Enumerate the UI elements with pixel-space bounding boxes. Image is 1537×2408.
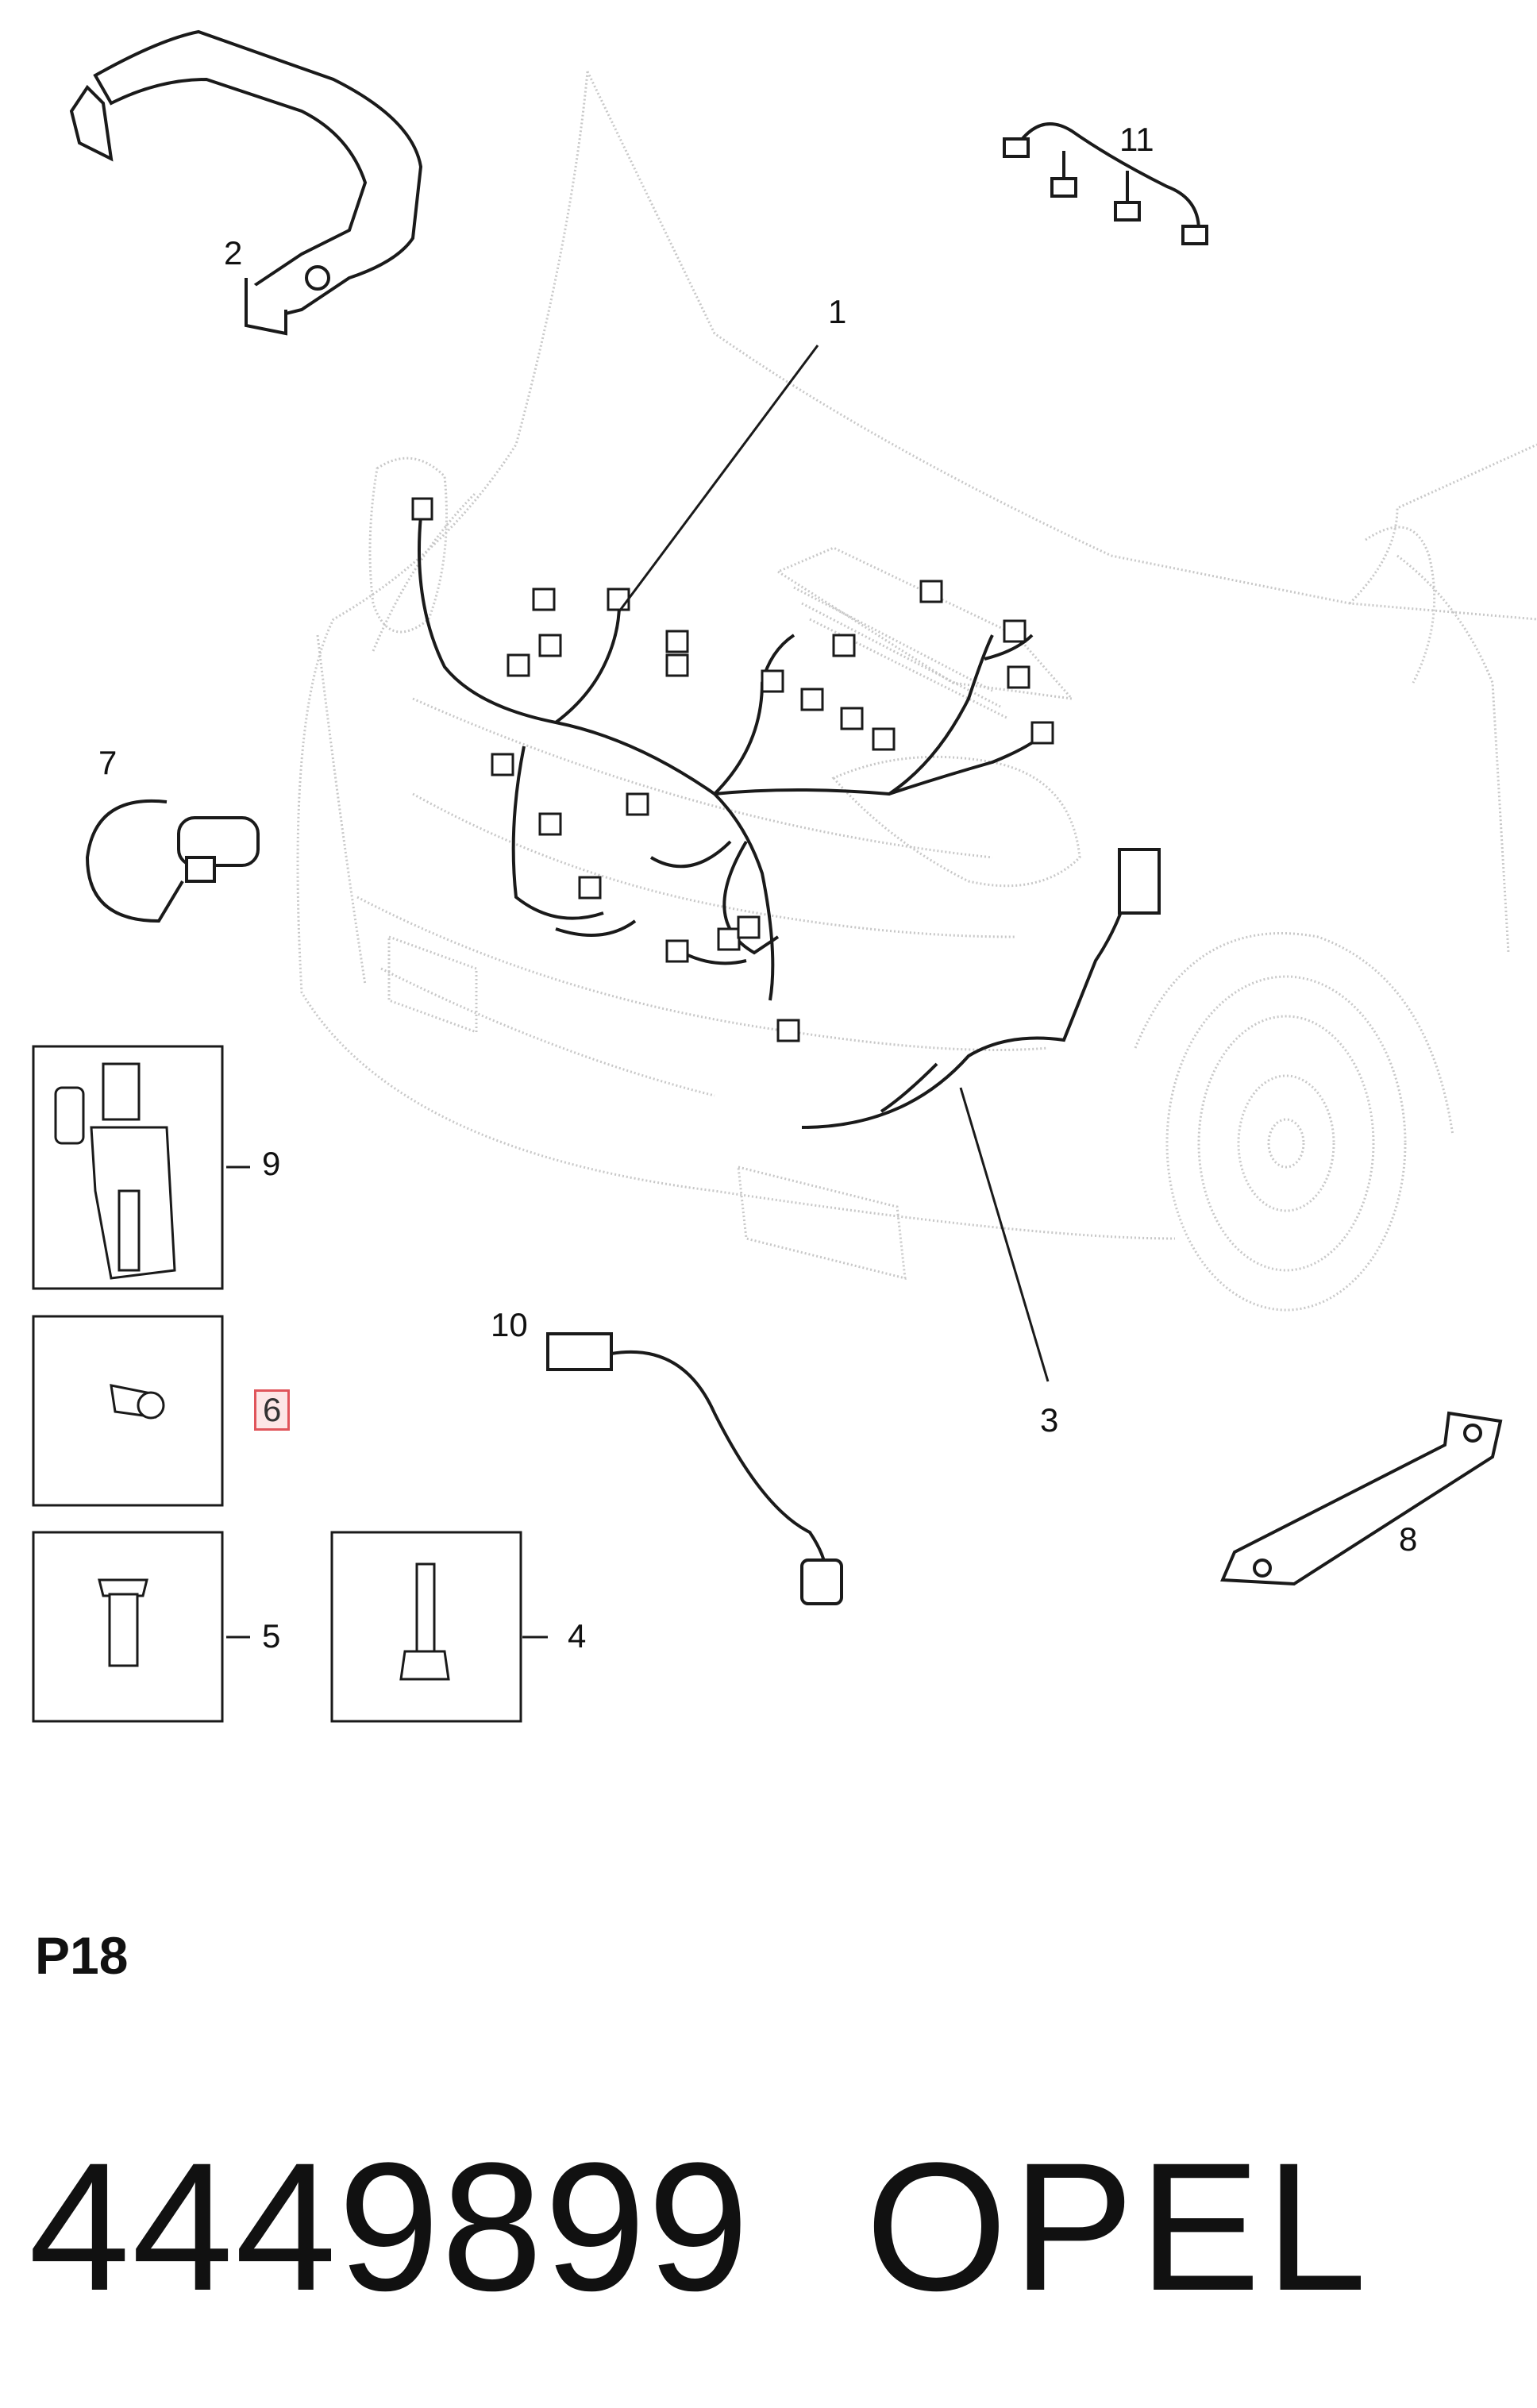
brand-name: OPEL xyxy=(865,2125,1372,2329)
callout-3: 3 xyxy=(1040,1401,1059,1439)
item-box-6 xyxy=(32,1315,224,1507)
callout-8: 8 xyxy=(1399,1520,1418,1558)
part-2-cable-bracket xyxy=(69,29,423,336)
callout-9: 9 xyxy=(262,1145,281,1182)
item-box-9 xyxy=(32,1045,224,1290)
harness-connectors xyxy=(411,497,1054,1042)
callout-7: 7 xyxy=(98,744,117,781)
item-box-5 xyxy=(32,1531,224,1723)
part-7-sensor xyxy=(85,799,260,923)
callout-10: 10 xyxy=(491,1306,528,1343)
main-wiring-harness xyxy=(418,515,1050,1001)
callout-4: 4 xyxy=(568,1617,587,1655)
part-10-sensor-lead xyxy=(546,1332,843,1605)
part-8-ground-strap xyxy=(1220,1411,1503,1586)
front-harness-part-3 xyxy=(801,848,1161,1129)
part-11-injector-harness xyxy=(1003,122,1208,245)
callout-11: 11 xyxy=(1119,121,1154,158)
callout-6[interactable]: 6 xyxy=(254,1389,291,1431)
vehicle-outline xyxy=(296,71,1537,1312)
callout-1: 1 xyxy=(828,293,847,330)
callout-5: 5 xyxy=(262,1617,281,1655)
page-reference: P18 xyxy=(35,1926,129,1985)
part-number: 4449899 xyxy=(29,2125,751,2329)
parts-diagram xyxy=(32,29,1537,1723)
leader-lines xyxy=(226,345,1050,1639)
callout-2: 2 xyxy=(224,234,243,272)
item-box-4 xyxy=(330,1531,522,1723)
